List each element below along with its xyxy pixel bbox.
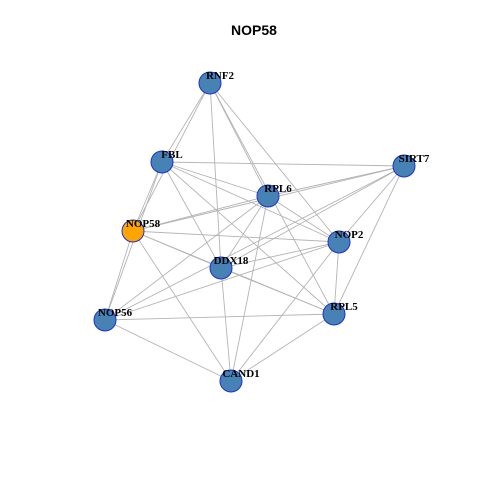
node-nop56	[93, 308, 117, 332]
edge-fbl-nop2	[161, 161, 340, 243]
edge-fbl-sirt7	[161, 161, 405, 167]
edge-rpl6-cand1	[230, 195, 269, 382]
edge-rpl6-nop58	[132, 195, 269, 232]
edge-rpl6-nop2	[267, 195, 340, 243]
edge-sirt7-nop2	[338, 165, 405, 243]
node-nop2	[327, 230, 351, 254]
edge-ddx18-cand1	[220, 267, 232, 382]
diagram-title: NOP58	[231, 22, 277, 38]
edge-nop58-nop2	[132, 230, 340, 243]
node-label-ddx18: DDX18	[214, 255, 249, 267]
node-ddx18	[209, 256, 233, 280]
edge-nop56-cand1	[104, 319, 232, 382]
edge-nop56-rpl5	[104, 313, 335, 321]
edge-sirt7-nop56	[104, 165, 405, 321]
edge-nop58-cand1	[132, 230, 232, 382]
edge-rnf2-nop2	[209, 82, 340, 243]
node-cand1	[219, 369, 243, 393]
edge-fbl-rpl5	[161, 161, 335, 315]
edge-rpl6-ddx18	[220, 195, 269, 269]
edge-fbl-nop58	[132, 161, 163, 232]
node-fbl	[150, 150, 174, 174]
edge-fbl-ddx18	[161, 161, 222, 269]
edge-rpl5-cand1	[230, 313, 335, 382]
node-label-rpl5: RPL5	[330, 301, 358, 313]
edge-nop2-rpl5	[333, 241, 340, 315]
node-rpl6	[256, 184, 280, 208]
node-label-nop56: NOP56	[98, 307, 133, 319]
edge-sirt7-ddx18	[220, 165, 405, 269]
node-label-nop2: NOP2	[335, 229, 364, 241]
edge-ddx18-rpl5	[220, 267, 335, 315]
node-label-sirt7: SIRT7	[399, 153, 430, 165]
edge-layer	[104, 82, 405, 382]
node-layer	[93, 71, 416, 393]
edge-rpl6-nop56	[104, 195, 269, 321]
node-rnf2	[198, 71, 222, 95]
edge-rnf2-fbl	[161, 82, 211, 163]
node-label-nop58: NOP58	[126, 218, 161, 230]
node-rpl5	[322, 302, 346, 326]
edge-fbl-rpl6	[161, 161, 269, 197]
edge-nop2-ddx18	[220, 241, 340, 269]
edge-nop58-nop56	[104, 230, 134, 321]
edge-rnf2-ddx18	[209, 82, 222, 269]
node-sirt7	[392, 154, 416, 178]
node-nop58	[121, 219, 145, 243]
edge-nop2-cand1	[230, 241, 340, 382]
node-label-cand1: CAND1	[222, 368, 259, 380]
node-label-rnf2: RNF2	[206, 70, 235, 82]
edge-sirt7-rpl5	[333, 165, 405, 315]
node-label-fbl: FBL	[161, 149, 182, 161]
node-label-rpl6: RPL6	[264, 183, 292, 195]
